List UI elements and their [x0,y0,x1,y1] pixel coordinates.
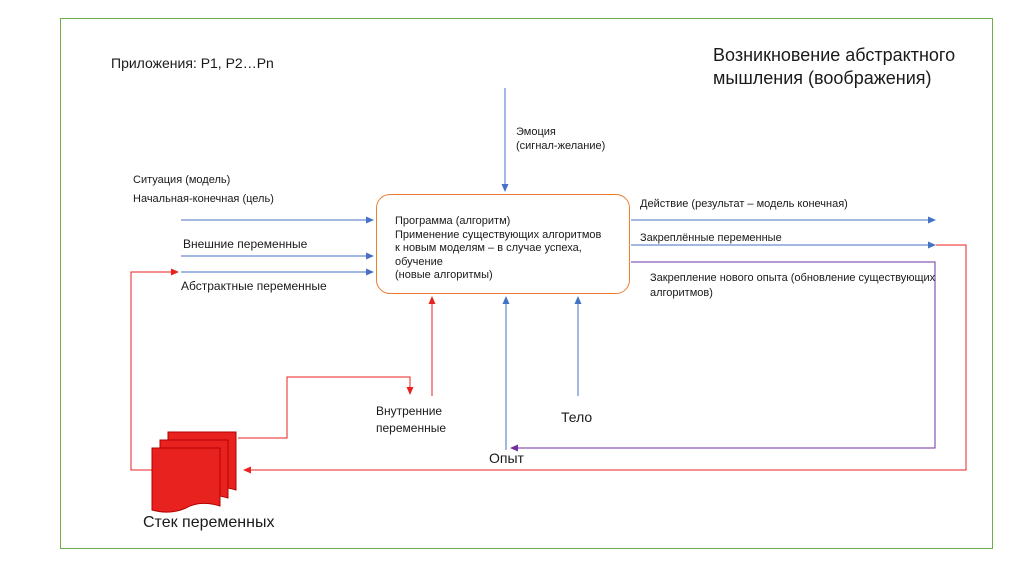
document-stack-icon [151,431,237,513]
heading-line-2: мышления (воображения) [713,68,932,88]
slide-frame [60,18,993,549]
experience-update-label-2: алгоритмов) [650,287,713,299]
program-line-2: Применение существующих алгоритмов [395,228,602,241]
experience-label: Опыт [489,450,524,466]
body-label: Тело [561,409,593,425]
heading-line-1: Возникновение абстрактного [713,45,956,65]
program-line-4: (новые алгоритмы) [395,269,493,281]
applications-label: Приложения: P1, P2…Pn [111,55,274,71]
stack-to-abstract [130,268,179,471]
program-line-3: к новым моделям – в случае успеха, обуче… [395,242,582,268]
experience-update-label-1: Закрепление нового опыта (обновление сущ… [650,272,936,284]
abstract-variables-label: Абстрактные переменные [181,279,327,293]
internal-variables-label-1: Внутренние [376,404,443,418]
external-variables-label: Внешние переменные [183,237,308,251]
emotion-label-1: Эмоция [516,126,556,138]
emotion-label-2: (сигнал-желание) [516,140,606,152]
goal-label: Начальная-конечная (цель) [133,193,274,205]
program-line-1: Программа (алгоритм) [395,215,511,227]
internal-variables-label-2: переменные [376,421,446,435]
action-label: Действие (результат – модель конечная) [640,198,848,210]
stack-to-internal [238,376,414,439]
stack-loop [243,244,967,474]
situation-label: Ситуация (модель) [133,174,231,186]
fixed-variables-label: Закреплённые переменные [640,232,782,244]
experience-loop [510,261,936,452]
program-box: Программа (алгоритм) Применение существу… [376,194,630,294]
stack-label: Стек переменных [143,514,275,531]
